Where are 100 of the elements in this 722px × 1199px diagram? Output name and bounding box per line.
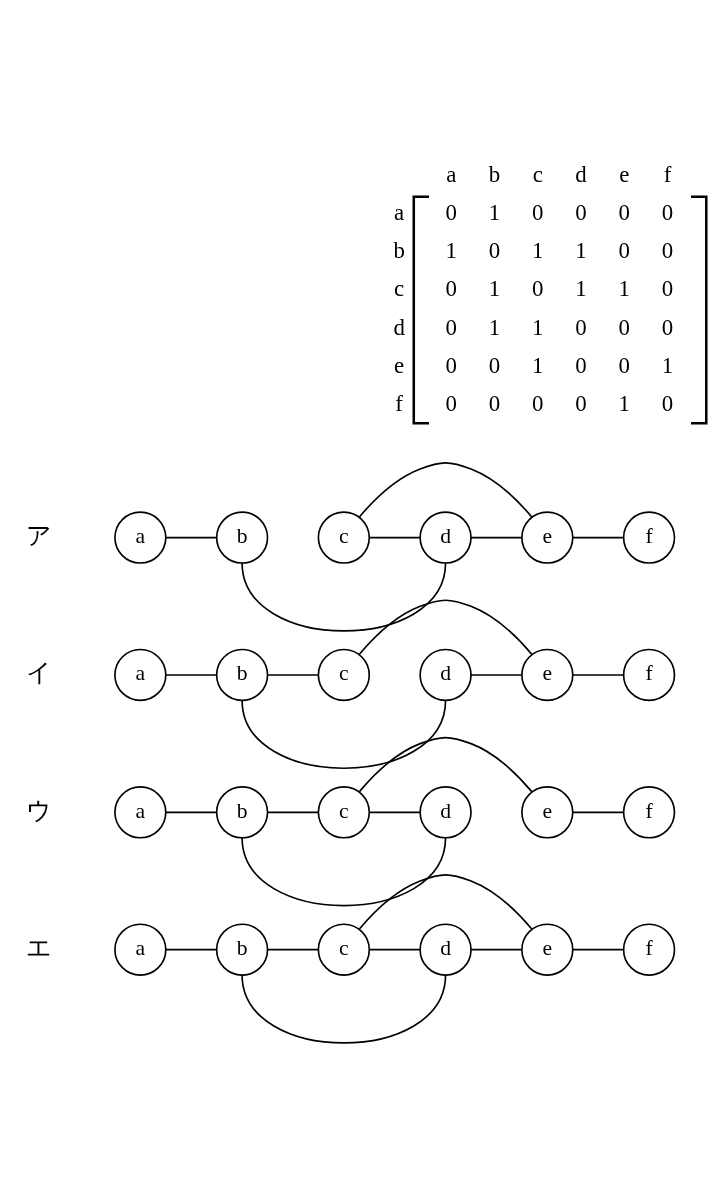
connector: [368, 811, 421, 814]
connector: [164, 948, 218, 951]
connector: [571, 811, 625, 814]
label: 0: [532, 200, 544, 226]
connector: [470, 536, 523, 539]
node-circle: a: [114, 923, 167, 976]
label: 1: [488, 200, 501, 226]
connector: [241, 562, 447, 632]
label: イ: [25, 658, 52, 688]
node-circle: a: [114, 648, 167, 702]
node-circle: d: [419, 511, 472, 564]
label: 0: [661, 276, 674, 302]
connector: [164, 674, 218, 676]
label: 0: [488, 352, 501, 378]
label: ウ: [25, 795, 52, 825]
node-circle: c: [317, 923, 371, 976]
label: 0: [618, 314, 630, 340]
label: 0: [618, 238, 630, 264]
node-circle: a: [114, 786, 167, 839]
label: 0: [488, 390, 501, 416]
connector: [368, 536, 421, 539]
label: b: [488, 162, 501, 188]
label: 0: [575, 200, 587, 226]
label: a: [446, 162, 457, 188]
connector: [368, 948, 421, 951]
node-circle: c: [317, 786, 371, 839]
label: c: [532, 162, 543, 188]
label: 0: [445, 352, 458, 378]
label: 1: [532, 352, 544, 378]
node-circle: a: [114, 511, 167, 564]
node-circle: f: [622, 786, 676, 839]
node-circle: f: [622, 511, 676, 564]
node-circle: d: [419, 923, 472, 976]
connector: [164, 811, 218, 814]
node-circle: b: [215, 786, 269, 839]
connector: [358, 874, 533, 930]
label: e: [619, 162, 630, 188]
label: エ: [25, 933, 52, 963]
connector: [358, 736, 533, 793]
connector: [241, 974, 447, 1044]
connector: [241, 836, 447, 907]
label: d: [393, 314, 405, 340]
label: d: [575, 162, 587, 188]
node-circle: e: [521, 648, 574, 702]
label: 0: [445, 314, 458, 340]
connector: [470, 948, 523, 951]
label: 1: [532, 314, 544, 340]
node-circle: b: [215, 648, 269, 702]
label: 0: [532, 276, 544, 302]
label: 1: [618, 276, 630, 302]
label: 0: [575, 314, 587, 340]
node-circle: d: [419, 648, 472, 702]
node-circle: f: [622, 648, 676, 702]
connector: [266, 811, 319, 814]
connector: [470, 674, 523, 676]
label: 0: [445, 200, 458, 226]
node-circle: b: [215, 511, 269, 564]
connector: [241, 699, 447, 770]
label: a: [394, 200, 405, 226]
node-circle: f: [622, 923, 676, 976]
label: 0: [661, 238, 674, 264]
node-circle: b: [215, 923, 269, 976]
label: 1: [661, 352, 674, 378]
label: 1: [488, 314, 501, 340]
connector: [266, 674, 319, 676]
node-circle: e: [521, 786, 574, 839]
label: 0: [445, 390, 458, 416]
node-circle: e: [521, 511, 574, 564]
node-circle: d: [419, 786, 472, 839]
label: 1: [532, 238, 544, 264]
connector: [358, 599, 533, 656]
connector: [571, 948, 625, 951]
label: f: [395, 390, 403, 416]
label: 0: [532, 390, 544, 416]
connector: [571, 674, 625, 676]
label: 1: [445, 238, 458, 264]
label: 0: [618, 200, 630, 226]
node-circle: e: [521, 923, 574, 976]
label: b: [393, 238, 405, 264]
label: 0: [661, 200, 674, 226]
label: 0: [575, 390, 587, 416]
connector: [164, 536, 218, 539]
node-circle: c: [317, 648, 371, 702]
label: 1: [575, 238, 587, 264]
connector: [358, 462, 533, 518]
label: 0: [445, 276, 458, 302]
label: c: [394, 276, 405, 302]
label: 0: [488, 238, 501, 264]
connector: [266, 948, 319, 951]
label: 1: [618, 390, 630, 416]
label: 0: [661, 390, 674, 416]
label: ア: [25, 520, 52, 550]
label: 0: [618, 352, 630, 378]
connector: [571, 536, 625, 539]
label: f: [663, 162, 672, 188]
label: 1: [488, 276, 501, 302]
label: 0: [575, 352, 587, 378]
node-circle: c: [317, 511, 371, 564]
label: 0: [661, 314, 674, 340]
label: e: [394, 352, 405, 378]
